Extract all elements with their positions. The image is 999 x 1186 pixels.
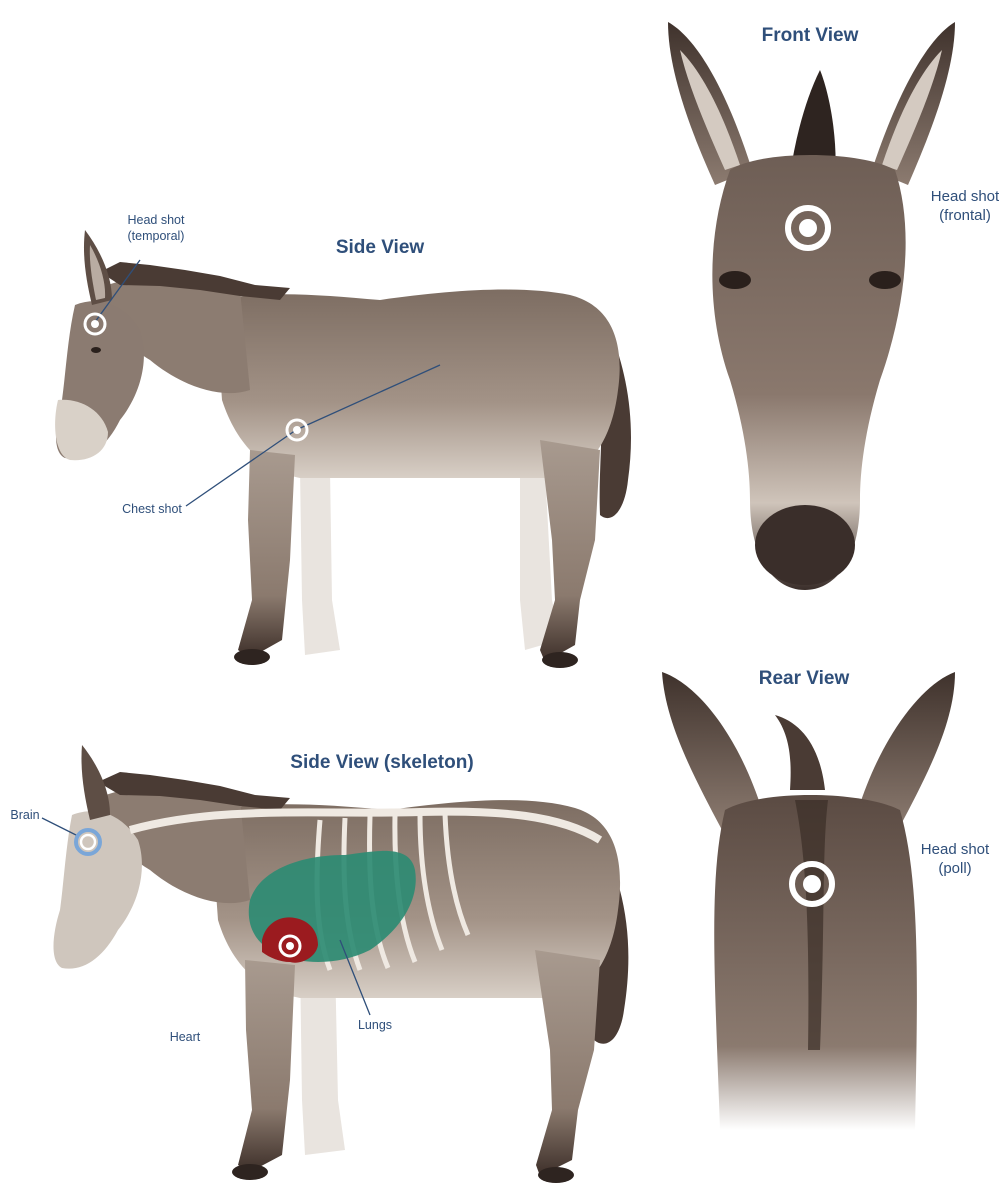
- side-far-fore-leg: [300, 470, 340, 655]
- head-shot-poll-label: Head shot (poll): [915, 841, 995, 879]
- front-right-eye: [869, 271, 901, 289]
- head-shot-poll-line2: (poll): [915, 860, 995, 879]
- side-view-title: Side View: [300, 236, 460, 260]
- head-shot-frontal-label: Head shot (frontal): [930, 188, 999, 226]
- head-shot-temporal-line2: (temporal): [106, 229, 206, 245]
- head-shot-poll-line1: Head shot: [915, 841, 995, 860]
- front-view-title: Front View: [730, 24, 890, 48]
- skeleton-view-title: Side View (skeleton): [262, 751, 502, 775]
- chest-shot-label: Chest shot: [112, 502, 192, 518]
- side-fore-leg: [238, 450, 295, 658]
- rear-view-title: Rear View: [724, 667, 884, 691]
- front-left-eye: [719, 271, 751, 289]
- head-shot-temporal-line1: Head shot: [106, 213, 206, 229]
- side-hind-hoof: [542, 652, 578, 668]
- skeleton-fore-leg: [238, 960, 295, 1172]
- head-shot-temporal-label: Head shot (temporal): [106, 213, 206, 244]
- front-nose: [755, 505, 855, 585]
- skeleton-hind-leg: [535, 950, 600, 1176]
- skeleton-hind-hoof: [538, 1167, 574, 1183]
- head-shot-frontal-line2: (frontal): [930, 207, 999, 226]
- heart-label: Heart: [160, 1030, 210, 1046]
- front-view-head: [668, 22, 955, 590]
- lungs-label: Lungs: [350, 1018, 400, 1034]
- brain-label: Brain: [4, 808, 46, 824]
- skeleton-view-donkey: [54, 745, 629, 1183]
- head-shot-frontal-line1: Head shot: [930, 188, 999, 207]
- side-view-donkey: [55, 230, 631, 668]
- skeleton-fore-hoof: [232, 1164, 268, 1180]
- rear-forelock: [775, 715, 825, 790]
- side-fore-hoof: [234, 649, 270, 665]
- side-eye: [91, 347, 101, 353]
